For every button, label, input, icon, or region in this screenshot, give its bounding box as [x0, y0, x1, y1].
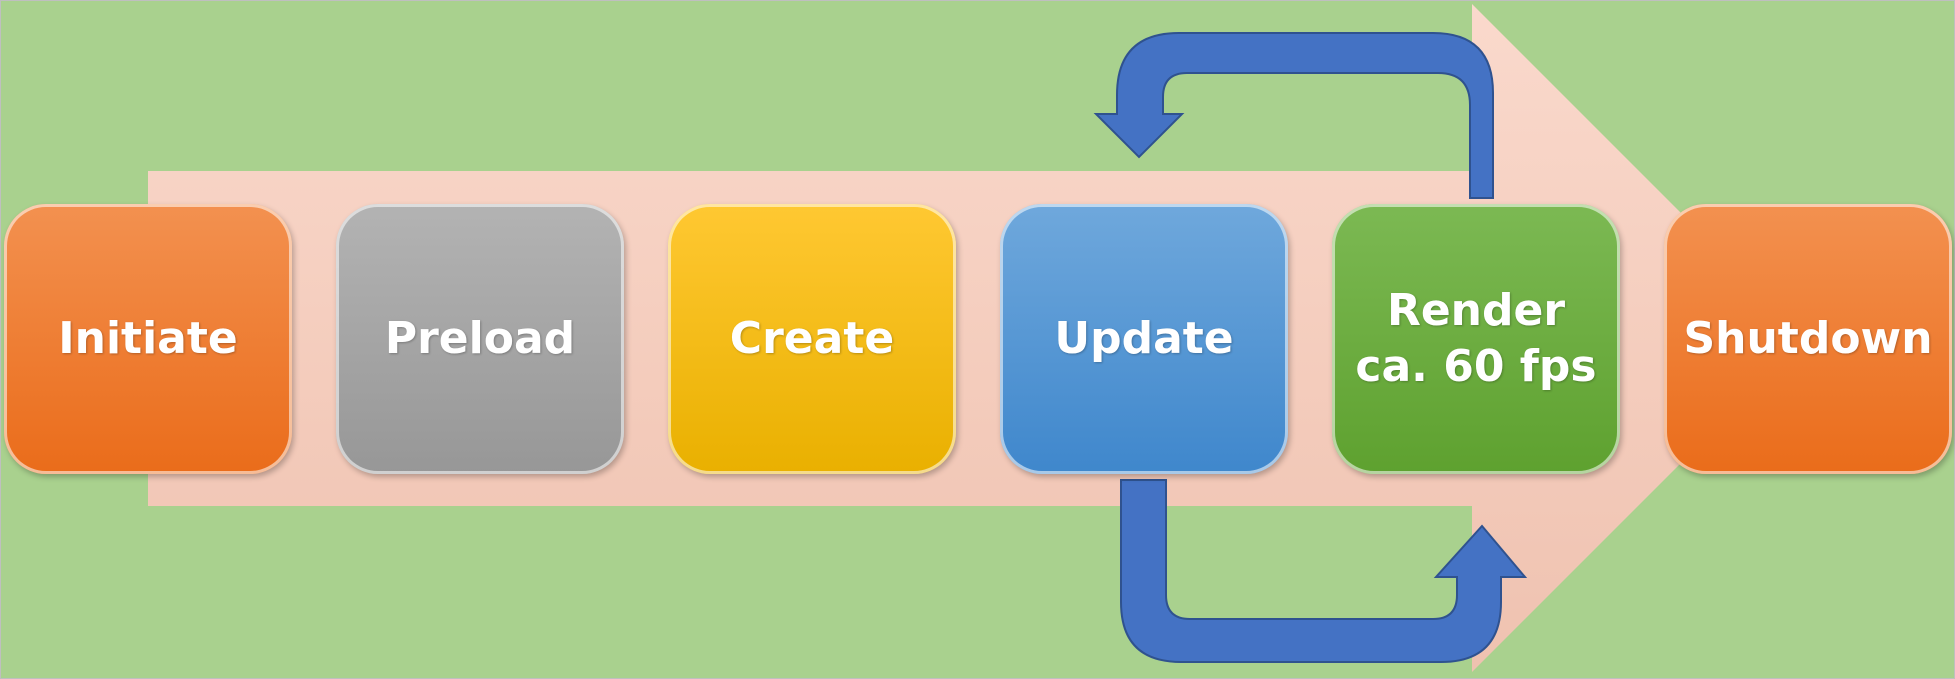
- stage-render-fps-label: ca. 60 fps: [1355, 341, 1597, 392]
- stage-create-label: Create: [729, 313, 895, 364]
- stage-preload-label: Preload: [384, 313, 576, 364]
- stage-initiate-label: Initiate: [58, 313, 238, 364]
- stage-initiate: Initiate: [4, 204, 292, 474]
- progress-arrow: [148, 4, 1806, 672]
- stage-shutdown: Shutdown: [1664, 204, 1952, 474]
- loop-arrow-render-to-update: [1093, 32, 1494, 199]
- stage-render-label: Render: [1386, 285, 1566, 336]
- stage-create: Create: [668, 204, 956, 474]
- stage-render: Render ca. 60 fps: [1332, 204, 1620, 474]
- stage-update: Update: [1000, 204, 1288, 474]
- stage-update-label: Update: [1054, 313, 1234, 364]
- loop-arrow-update-to-render: [1120, 479, 1528, 663]
- stage-preload: Preload: [336, 204, 624, 474]
- stage-shutdown-label: Shutdown: [1683, 313, 1933, 364]
